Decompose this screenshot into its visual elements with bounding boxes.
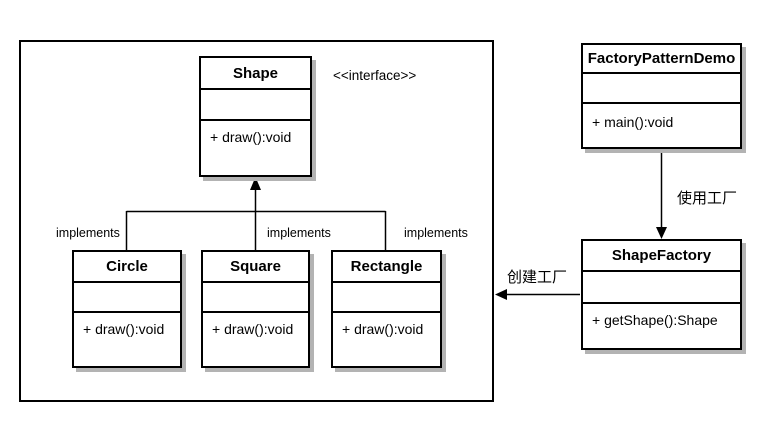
class-attributes-compartment [201, 90, 310, 121]
class-name: Circle [74, 252, 180, 283]
class-box-square: Square + draw():void [201, 250, 310, 368]
implements-label-circle: implements [56, 226, 120, 240]
use-factory-connector [656, 152, 667, 239]
class-methods: + draw():void [212, 321, 294, 337]
class-name: Rectangle [333, 252, 440, 283]
class-methods: + getShape():Shape [592, 312, 718, 328]
class-box-rectangle: Rectangle + draw():void [331, 250, 442, 368]
class-attributes-compartment [203, 283, 308, 313]
implements-label-square: implements [267, 226, 331, 240]
class-name: Shape [201, 58, 310, 90]
class-name: ShapeFactory [583, 241, 740, 272]
class-attributes-compartment [583, 272, 740, 304]
class-box-shape: Shape + draw():void [199, 56, 312, 177]
class-box-factory-pattern-demo: FactoryPatternDemo + main():void [581, 43, 742, 149]
package-boundary-box [19, 40, 494, 402]
class-methods: + draw():void [342, 321, 424, 337]
class-attributes-compartment [583, 74, 740, 104]
class-box-circle: Circle + draw():void [72, 250, 182, 368]
implements-label-rectangle: implements [404, 226, 468, 240]
arrowhead-left-icon [495, 289, 507, 300]
class-methods: + draw():void [83, 321, 165, 337]
class-methods: + main():void [592, 114, 674, 130]
class-attributes-compartment [333, 283, 440, 313]
class-name: Square [203, 252, 308, 283]
class-methods: + draw():void [210, 129, 292, 145]
class-attributes-compartment [74, 283, 180, 313]
use-factory-label: 使用工厂 [677, 187, 738, 208]
create-factory-connector [495, 289, 580, 300]
class-box-shape-factory: ShapeFactory + getShape():Shape [581, 239, 742, 350]
class-name: FactoryPatternDemo [583, 45, 740, 74]
create-factory-label: 创建工厂 [507, 266, 568, 287]
interface-stereotype-label: <<interface>> [333, 68, 417, 83]
arrowhead-down-icon [656, 227, 667, 239]
